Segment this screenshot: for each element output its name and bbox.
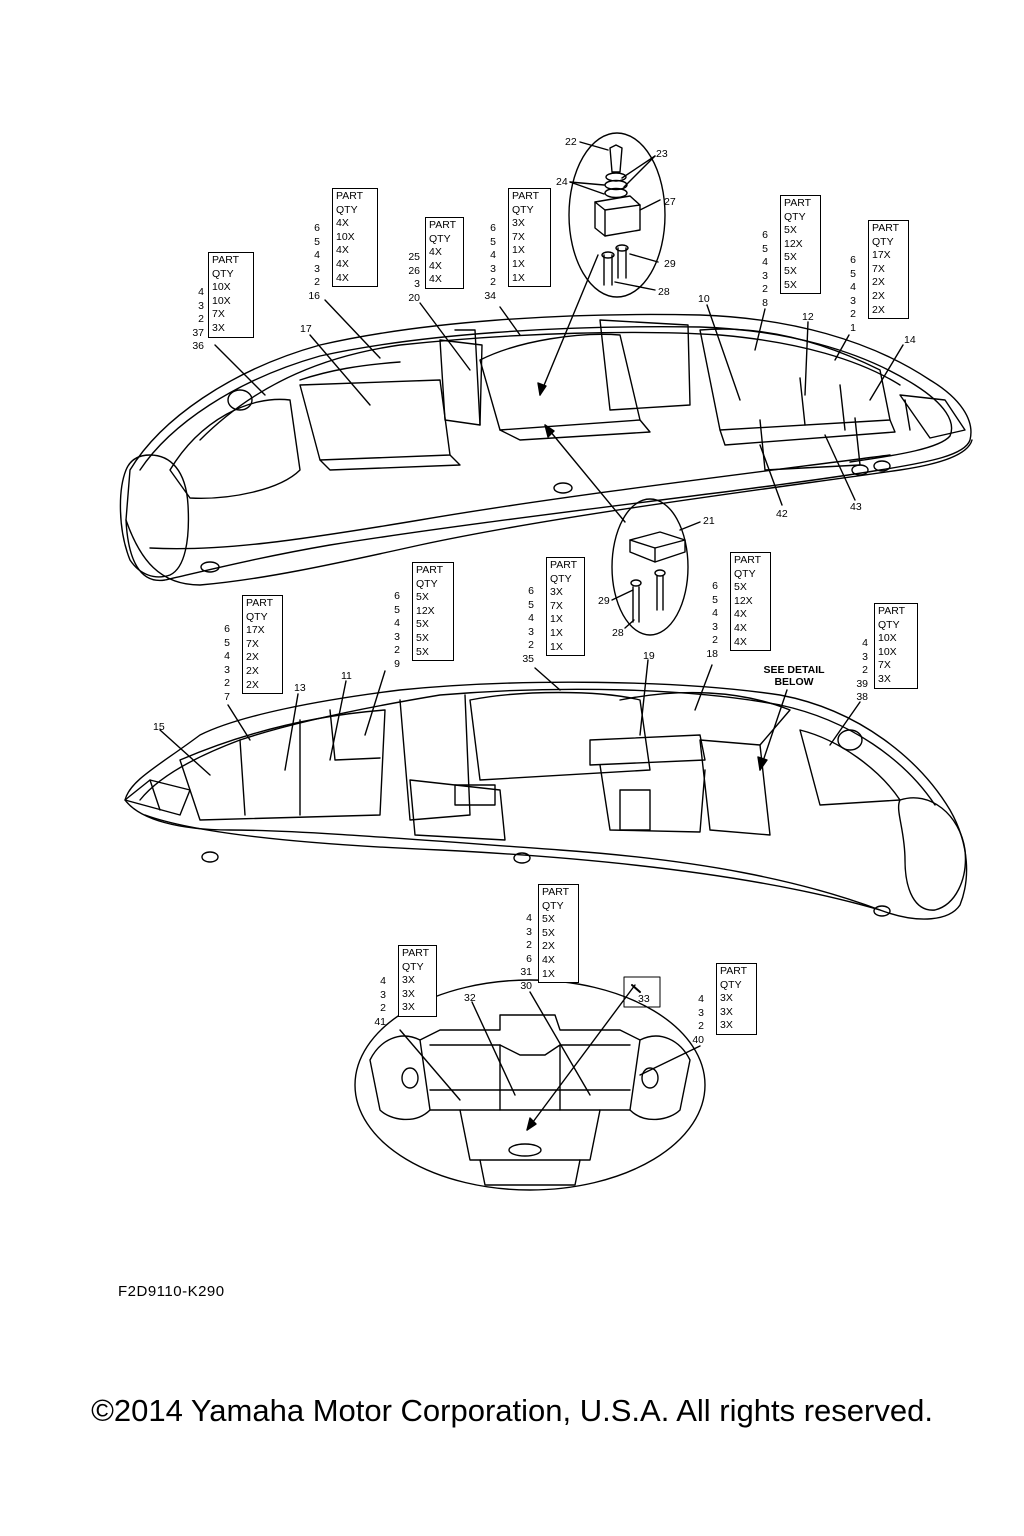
lower-leader-lines bbox=[159, 659, 861, 776]
callout-label: 29 bbox=[598, 595, 610, 607]
callout-label: 17 bbox=[300, 323, 312, 335]
callout-label: 21 bbox=[703, 515, 715, 527]
callout-label: 10 bbox=[698, 293, 710, 305]
detail-oval-bottom bbox=[354, 976, 706, 1191]
callout-label: 23 bbox=[656, 148, 668, 160]
callout-label: 33 bbox=[638, 993, 650, 1005]
see-detail-note: SEE DETAIL BELOW bbox=[763, 664, 825, 688]
callout-label: 29 bbox=[664, 258, 676, 270]
callout-label: 42 bbox=[776, 508, 788, 520]
callout-label: 24 bbox=[556, 176, 568, 188]
callout-label: 28 bbox=[612, 627, 624, 639]
detail-oval-upper bbox=[537, 132, 666, 396]
callout-label: 13 bbox=[294, 682, 306, 694]
callout-label: 22 bbox=[565, 136, 577, 148]
upper-leader-lines bbox=[214, 299, 904, 506]
callout-label: 19 bbox=[643, 650, 655, 662]
lower-deck-drawing bbox=[124, 681, 968, 920]
callout-label: 12 bbox=[802, 311, 814, 323]
diagram-code: F2D9110-K290 bbox=[118, 1283, 225, 1300]
callout-label: 11 bbox=[341, 670, 352, 682]
copyright-notice: ©2014 Yamaha Motor Corporation, U.S.A. A… bbox=[91, 1393, 933, 1428]
detail-oval-middle bbox=[544, 424, 701, 636]
callout-label: 32 bbox=[464, 992, 476, 1004]
callout-label: 28 bbox=[658, 286, 670, 298]
callout-label: 14 bbox=[904, 334, 916, 346]
callout-label: 27 bbox=[664, 196, 676, 208]
callout-label: 43 bbox=[850, 501, 862, 513]
upper-deck-drawing bbox=[119, 313, 973, 586]
callout-label: 15 bbox=[153, 721, 165, 733]
